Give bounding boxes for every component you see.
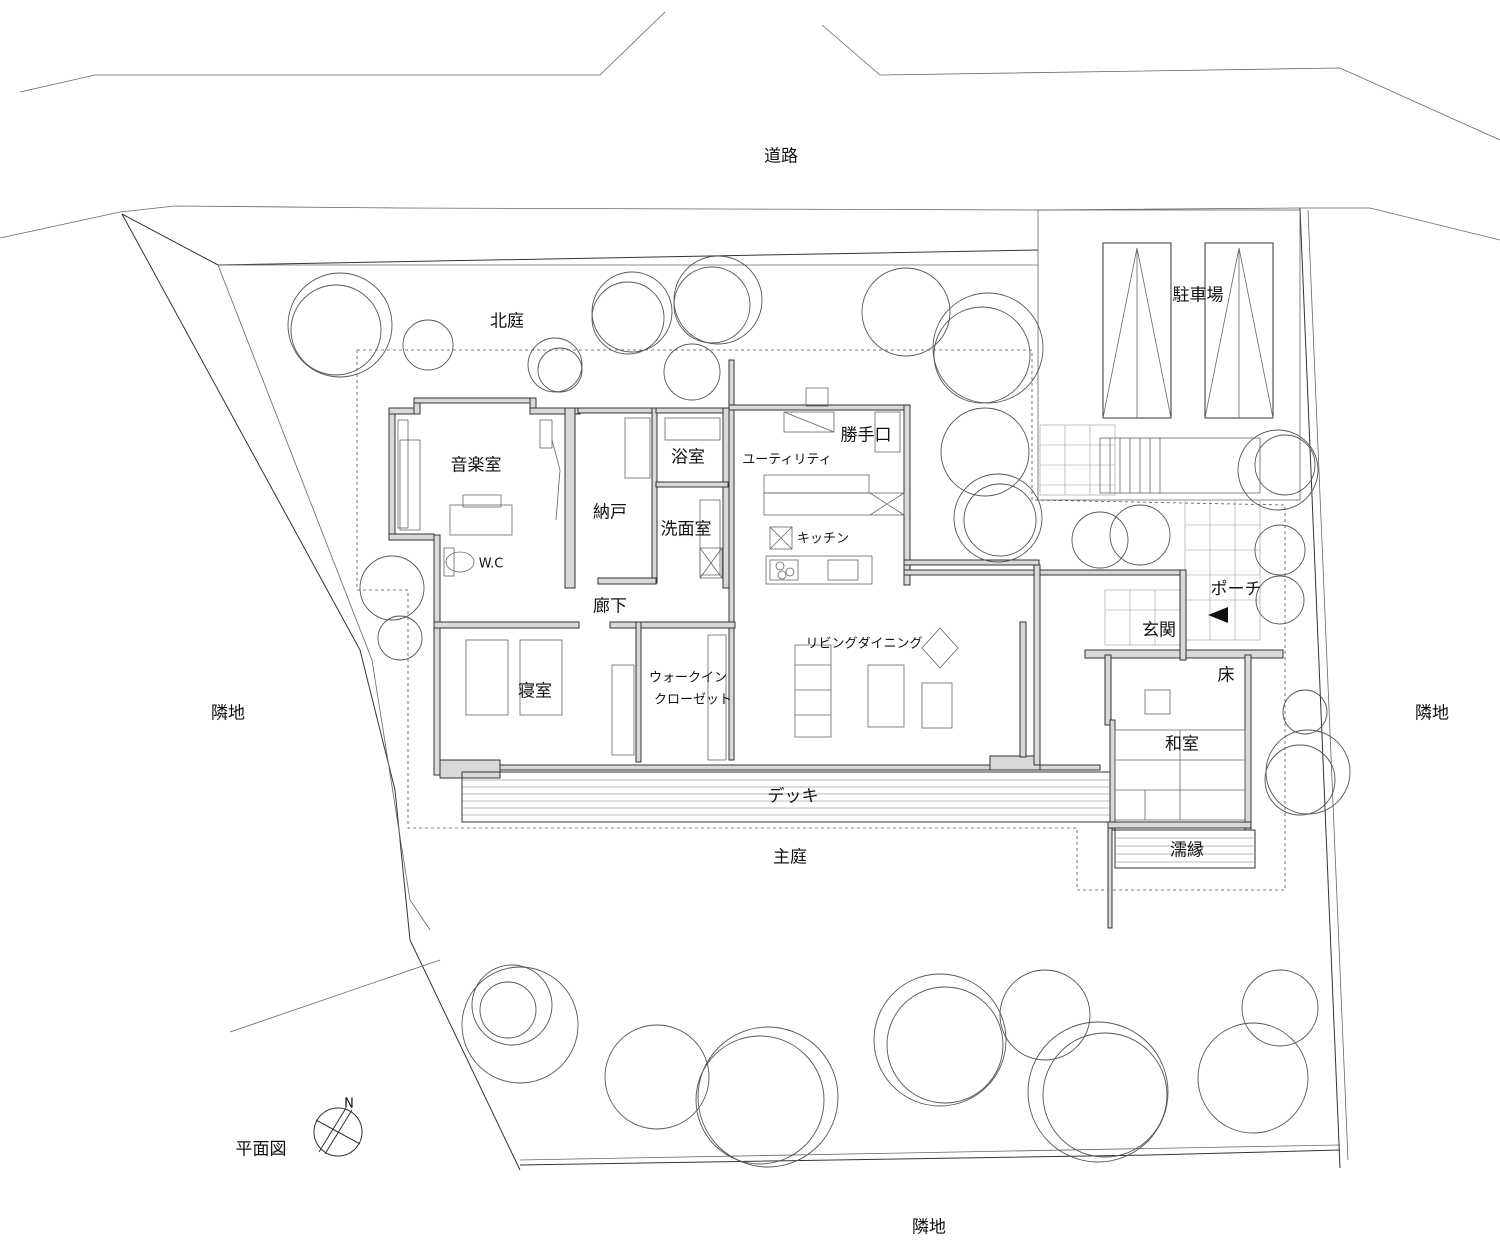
utility-label: ユーティリティ [742, 452, 832, 468]
music-room-label: 音楽室 [450, 455, 502, 476]
service-entrance-label: 勝手口 [840, 425, 892, 446]
road-label: 道路 [764, 146, 798, 167]
north-arrow-icon [313, 1107, 363, 1157]
hallway-label: 廊下 [593, 596, 627, 617]
bath-label: 浴室 [671, 447, 705, 468]
eave-outline [356, 349, 1286, 891]
walk-in-closet-label-2: クローゼット [653, 692, 733, 708]
japanese-room-label: 和室 [1165, 734, 1199, 755]
neighbor-bottom-label: 隣地 [912, 1217, 946, 1238]
bathtub-icon [664, 417, 721, 441]
north-mark-label: N [344, 1096, 354, 1112]
bedroom-label: 寝室 [518, 681, 552, 702]
veranda-label: 濡縁 [1170, 840, 1204, 861]
toilet-icon [445, 551, 475, 573]
main-garden-label: 主庭 [773, 847, 807, 868]
parking-label: 駐車場 [1172, 285, 1224, 306]
kitchen-label: キッチン [796, 531, 850, 547]
washroom-label: 洗面室 [660, 519, 712, 540]
wc-label: W.C [478, 556, 504, 572]
deck-planks [461, 771, 1256, 869]
plan-title: 平面図 [235, 1139, 287, 1160]
living-dining-label: リビングダイニング [805, 636, 923, 652]
stove-icon [769, 559, 799, 581]
porch-label: ポーチ [1210, 579, 1262, 600]
tokonoma-label: 床 [1217, 665, 1235, 686]
neighbor-left-label: 隣地 [211, 703, 245, 724]
approach-tiles [1039, 424, 1261, 646]
walk-in-closet-label-1: ウォークイン [648, 670, 728, 686]
entrance-arrow-icon [1208, 607, 1228, 623]
north-garden-label: 北庭 [490, 311, 524, 332]
road-edge [0, 11, 1500, 241]
building-walls [388, 359, 1284, 929]
storage-label: 納戸 [593, 502, 627, 523]
site-boundary [121, 207, 1349, 1171]
neighbor-right-label: 隣地 [1415, 703, 1449, 724]
trees [287, 255, 1351, 1168]
entrance-label: 玄関 [1142, 620, 1176, 641]
fixtures [397, 387, 1246, 821]
parking-area [1037, 209, 1301, 501]
deck-label: デッキ [767, 786, 819, 807]
